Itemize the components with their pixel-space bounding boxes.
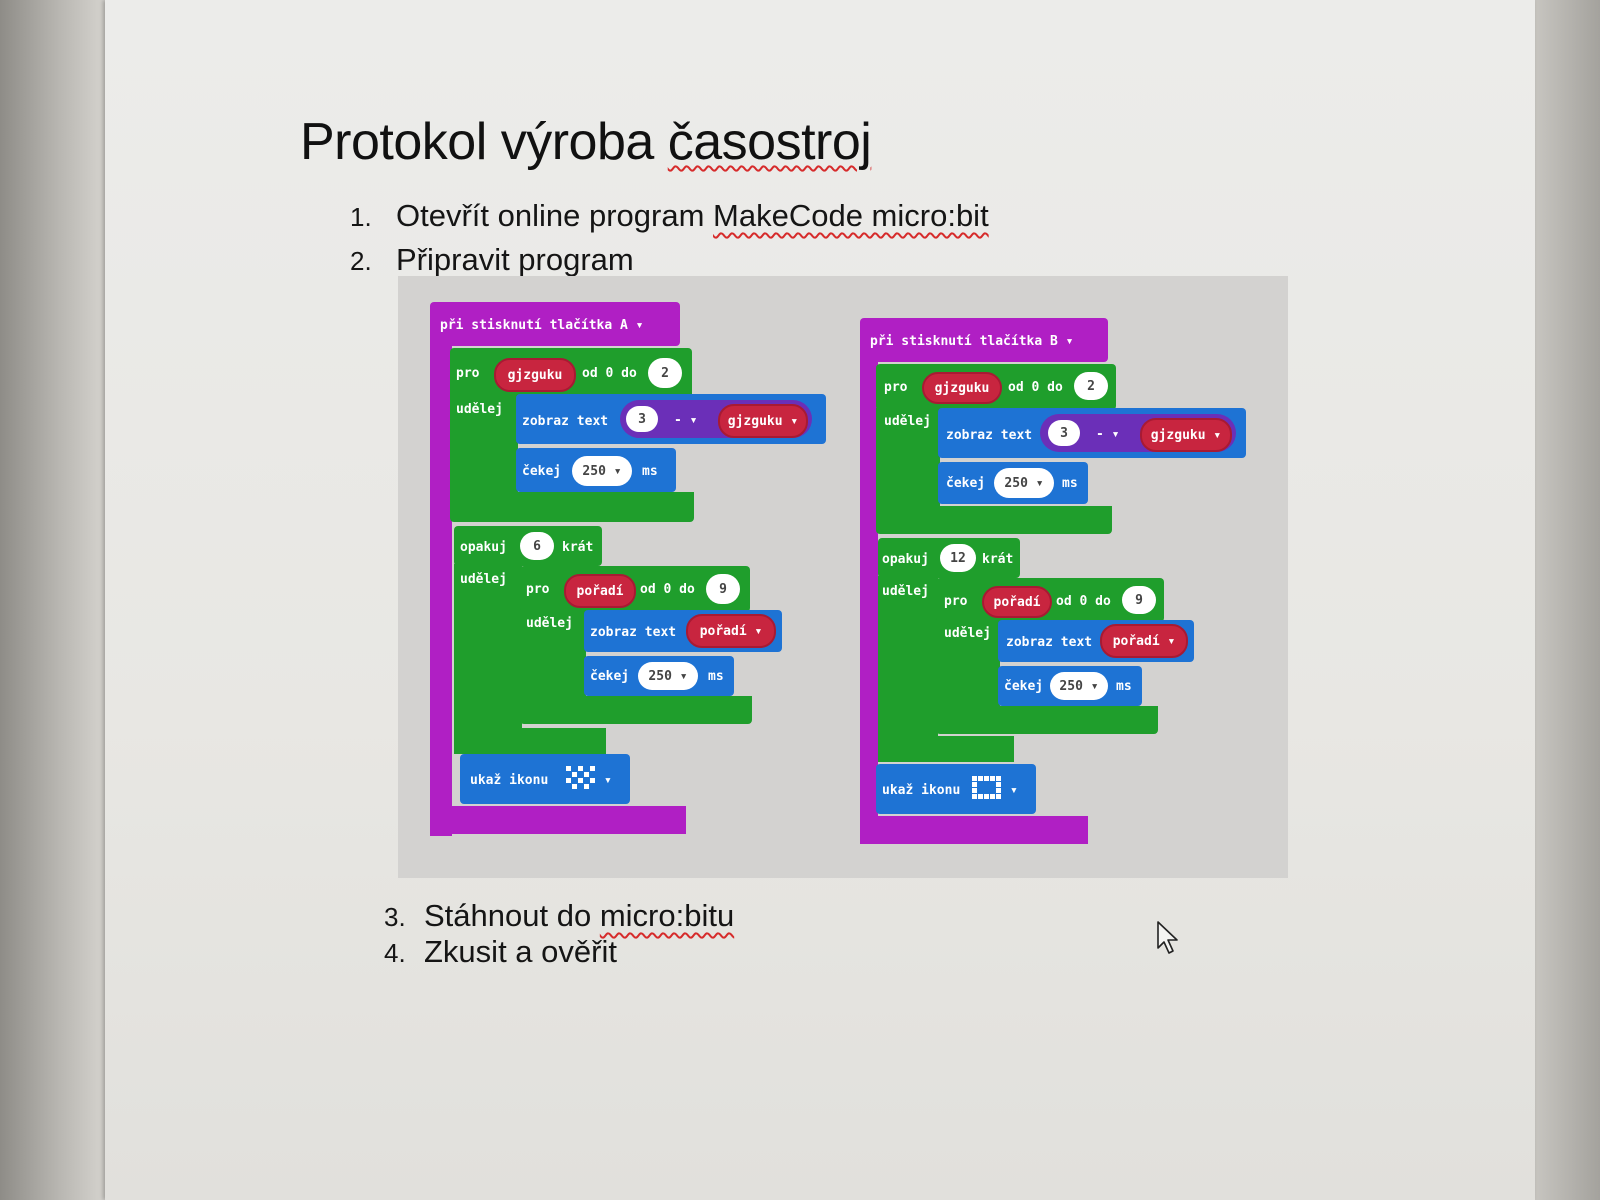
- repeat-block-a-foot: [454, 728, 606, 754]
- event-block-b-foot: [876, 816, 1088, 844]
- operator-dropdown[interactable]: - ▾: [1096, 427, 1120, 442]
- list-text-underlined: micro:bitu: [599, 898, 735, 933]
- list-item-1: 1. Otevřít online program MakeCode micro:…: [350, 198, 989, 234]
- for-loop-a1-foot: [450, 492, 694, 522]
- event-block-b: [860, 318, 1108, 362]
- icon-dropdown[interactable]: ▾: [1010, 783, 1018, 798]
- number-input[interactable]: 2: [1074, 372, 1108, 400]
- do-keyword: udělej: [460, 572, 507, 587]
- wait-label: čekej: [1004, 679, 1044, 694]
- mouse-pointer-icon: [1156, 920, 1182, 961]
- number-input[interactable]: 9: [706, 574, 740, 604]
- ms-label: ms: [708, 669, 724, 684]
- show-text-label: zobraz text: [946, 428, 1033, 443]
- for-loop-a1-spine: [450, 394, 518, 494]
- list-text: Otevřít online program: [396, 198, 714, 233]
- show-icon-label: ukaž ikonu: [470, 773, 549, 788]
- event-block-a: [430, 302, 680, 346]
- repeat-block-b-foot: [878, 736, 1014, 762]
- show-icon-label: ukaž ikonu: [882, 783, 961, 798]
- wait-label: čekej: [522, 464, 562, 479]
- do-keyword: udělej: [882, 584, 929, 599]
- times-label: krát: [982, 552, 1014, 567]
- list-item-3: 3. Stáhnout do micro:bitu: [384, 898, 734, 934]
- variable-pill[interactable]: pořadí ▾: [686, 614, 776, 648]
- wait-label: čekej: [590, 669, 630, 684]
- number-input[interactable]: 9: [1122, 586, 1156, 614]
- list-number: 2.: [350, 246, 372, 276]
- number-input[interactable]: 3: [1048, 420, 1080, 446]
- for-loop-a2-foot: [520, 696, 752, 724]
- number-input[interactable]: 3: [626, 406, 658, 432]
- show-icon-block-b: [876, 764, 1036, 814]
- repeat-keyword: opakuj: [882, 552, 929, 567]
- list-text-underlined: MakeCode micro:bit: [713, 198, 989, 233]
- title-text: Protokol výroba: [300, 113, 668, 171]
- makecode-screenshot: při stisknutí tlačítka A ▾ pro gjzguku o…: [398, 276, 1288, 878]
- for-loop-b2-foot: [936, 706, 1158, 734]
- event-block-b-spine: [860, 356, 878, 844]
- list-number: 1.: [350, 202, 372, 232]
- variable-pill[interactable]: gjzguku ▾: [718, 404, 808, 438]
- variable-pill[interactable]: gjzguku: [922, 372, 1002, 404]
- range-keyword: od 0 do: [640, 582, 695, 597]
- variable-pill[interactable]: gjzguku: [494, 358, 576, 392]
- ms-dropdown[interactable]: 250 ▾: [638, 662, 698, 690]
- event-label-b: při stisknutí tlačítka B ▾: [870, 334, 1074, 349]
- icon-dropdown[interactable]: ▾: [604, 773, 612, 788]
- event-block-a-foot: [450, 806, 686, 834]
- times-label: krát: [562, 540, 594, 555]
- range-keyword: od 0 do: [1008, 380, 1063, 395]
- show-text-label: zobraz text: [1006, 635, 1093, 650]
- list-text: Stáhnout do: [424, 898, 600, 933]
- do-keyword: udělej: [884, 414, 931, 429]
- show-text-label: zobraz text: [522, 414, 609, 429]
- variable-pill[interactable]: gjzguku ▾: [1140, 418, 1232, 452]
- event-label-a: při stisknutí tlačítka A ▾: [440, 318, 644, 333]
- list-number: 4.: [384, 938, 406, 968]
- checkerboard-icon[interactable]: [564, 764, 598, 794]
- variable-pill[interactable]: pořadí: [982, 586, 1052, 618]
- number-input[interactable]: 12: [940, 544, 976, 572]
- ms-dropdown[interactable]: 250 ▾: [572, 456, 632, 486]
- show-icon-block-a: [460, 754, 630, 804]
- for-keyword: pro: [526, 582, 550, 597]
- list-item-2: 2. Připravit program: [350, 242, 634, 278]
- for-loop-a2-spine: [520, 610, 586, 706]
- show-text-label: zobraz text: [590, 625, 677, 640]
- for-loop-b1-spine: [876, 408, 940, 508]
- for-keyword: pro: [884, 380, 908, 395]
- for-loop-b2-spine: [936, 620, 1000, 716]
- ms-dropdown[interactable]: 250 ▾: [1050, 672, 1108, 700]
- repeat-block-b-spine: [878, 576, 938, 762]
- wait-label: čekej: [946, 476, 986, 491]
- do-keyword: udělej: [944, 626, 991, 641]
- page-title: Protokol výroba časostroj: [300, 112, 872, 172]
- list-number: 3.: [384, 902, 406, 932]
- variable-pill[interactable]: pořadí: [564, 574, 636, 608]
- number-input[interactable]: 2: [648, 358, 682, 388]
- square-outline-icon[interactable]: [970, 774, 1004, 804]
- list-text: Připravit program: [396, 242, 634, 277]
- repeat-block-a-spine: [454, 564, 522, 754]
- ms-label: ms: [642, 464, 658, 479]
- for-loop-b1-foot: [876, 506, 1112, 534]
- operator-dropdown[interactable]: - ▾: [674, 413, 698, 428]
- list-item-4: 4. Zkusit a ověřit: [384, 934, 617, 970]
- number-input[interactable]: 6: [520, 532, 554, 560]
- variable-pill[interactable]: pořadí ▾: [1100, 624, 1188, 658]
- ms-label: ms: [1116, 679, 1132, 694]
- do-keyword: udělej: [526, 616, 573, 631]
- do-keyword: udělej: [456, 402, 503, 417]
- for-keyword: pro: [944, 594, 968, 609]
- event-block-a-spine: [430, 336, 452, 836]
- title-underlined-word: časostroj: [667, 113, 872, 171]
- range-keyword: od 0 do: [1056, 594, 1111, 609]
- ms-dropdown[interactable]: 250 ▾: [994, 468, 1054, 498]
- list-text: Zkusit a ověřit: [424, 934, 617, 969]
- range-keyword: od 0 do: [582, 366, 637, 381]
- for-keyword: pro: [456, 366, 480, 381]
- repeat-keyword: opakuj: [460, 540, 507, 555]
- ms-label: ms: [1062, 476, 1078, 491]
